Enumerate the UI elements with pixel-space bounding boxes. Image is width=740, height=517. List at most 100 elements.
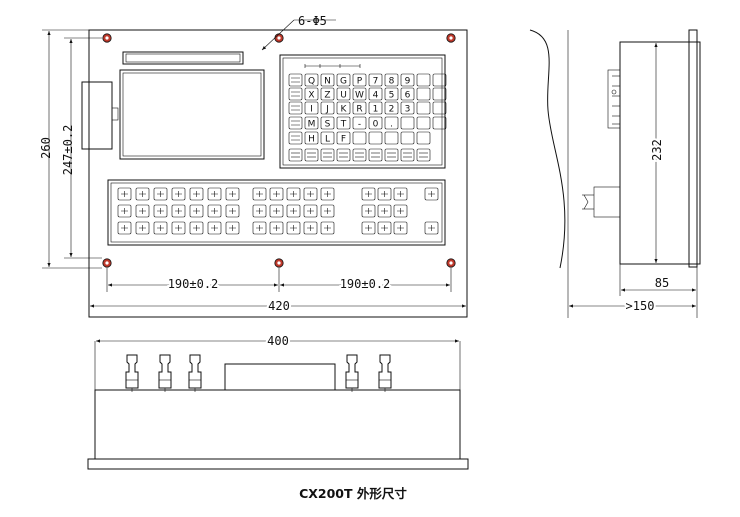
function-key (269, 204, 284, 218)
keypad-key-label: Q (308, 77, 315, 87)
keypad-key-label: 4 (373, 91, 379, 101)
keypad-key-label: 6 (405, 91, 411, 101)
function-keys (117, 187, 439, 235)
front-panel-outline (88, 29, 468, 318)
keypad-key (416, 148, 431, 162)
keypad-key (400, 116, 415, 130)
keypad-key (352, 73, 367, 87)
keypad-key-label: R (356, 105, 362, 115)
function-key (286, 204, 301, 218)
connector-icon (188, 354, 202, 389)
keypad-key (304, 73, 319, 87)
function-key (135, 187, 150, 201)
keypad-key (288, 131, 303, 145)
keypad-key (416, 101, 431, 115)
function-key (320, 187, 335, 201)
drawing-caption: CX200T 外形尺寸 (299, 486, 407, 501)
function-key (377, 204, 392, 218)
dim-side-total: >150 (626, 299, 655, 313)
dim-height-outer: 260 (39, 137, 53, 159)
function-key (303, 221, 318, 235)
function-key (361, 204, 376, 218)
keypad-key-label: 2 (389, 105, 395, 115)
keypad-key (304, 116, 319, 130)
dim-bottom-width: 400 (267, 334, 289, 348)
keypad-key (336, 131, 351, 145)
keypad-key-label: W (355, 91, 364, 101)
keypad-key-label: 9 (405, 77, 411, 87)
keypad-key (288, 116, 303, 130)
function-key (269, 221, 284, 235)
keypad-key (432, 116, 447, 130)
function-key (320, 204, 335, 218)
keypad-key (400, 131, 415, 145)
keypad-key (320, 101, 335, 115)
keypad-key (288, 101, 303, 115)
function-key (153, 221, 168, 235)
keypad-key (368, 101, 383, 115)
keypad-key (352, 101, 367, 115)
keypad-key-label: T (340, 120, 347, 130)
keypad-key (304, 101, 319, 115)
connector-icon (345, 354, 359, 389)
function-key (303, 187, 318, 201)
keypad-key (432, 101, 447, 115)
keypad-key (384, 73, 399, 87)
keypad-key-label: G (340, 77, 347, 87)
function-key (171, 187, 186, 201)
function-key (153, 204, 168, 218)
lcd-screen (119, 69, 265, 160)
keypad-key-label: 3 (405, 105, 411, 115)
keypad-key (320, 73, 335, 87)
keypad-key-label: 7 (373, 77, 379, 87)
function-key (377, 221, 392, 235)
keypad-key (352, 131, 367, 145)
keypad-key-label: . (390, 120, 393, 130)
function-key (252, 204, 267, 218)
function-key (269, 187, 284, 201)
keypad-key (320, 116, 335, 130)
keypad-key-label: P (357, 77, 363, 87)
bottom-view: 400 (87, 332, 469, 470)
keypad-key (368, 116, 383, 130)
keypad-key (352, 87, 367, 101)
function-key (424, 187, 439, 201)
keypad-key-label: - (358, 120, 361, 130)
keypad-key (320, 87, 335, 101)
keypad-key (416, 131, 431, 145)
bottom-front-panel (87, 458, 469, 470)
bracket-tab (111, 107, 119, 121)
keypad-key-label: N (324, 77, 331, 87)
keypad-key (368, 87, 383, 101)
function-key (361, 187, 376, 201)
keypad-key-label: F (341, 135, 346, 145)
side-cable-plug (582, 186, 621, 218)
function-key (189, 204, 204, 218)
function-key (171, 221, 186, 235)
function-keypad (107, 179, 446, 246)
function-key (252, 221, 267, 235)
keypad-key (400, 87, 415, 101)
keypad-key (384, 148, 399, 162)
function-key (225, 204, 240, 218)
keypad-key (416, 116, 431, 130)
dim-side-depth: 85 (655, 276, 669, 290)
side-bracket (81, 81, 113, 150)
keypad-key (432, 73, 447, 87)
mounting-hole-icon (102, 33, 456, 268)
side-connector (607, 69, 621, 129)
keypad-key (432, 87, 447, 101)
function-key (117, 204, 132, 218)
function-key (377, 187, 392, 201)
keypad-key (336, 101, 351, 115)
keypad-key-label: I (310, 105, 313, 115)
keypad-key (336, 116, 351, 130)
keypad-key (368, 131, 383, 145)
connector-icon (378, 354, 392, 389)
function-key (286, 187, 301, 201)
keypad-key (400, 101, 415, 115)
dim-height-holes: 247±0.2 (61, 125, 75, 176)
function-key (207, 221, 222, 235)
connector-icon (125, 354, 139, 389)
